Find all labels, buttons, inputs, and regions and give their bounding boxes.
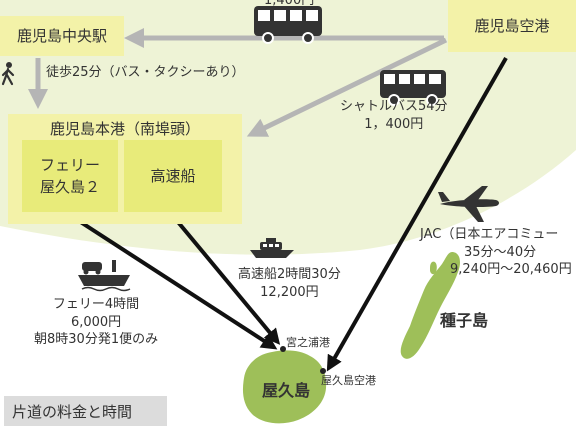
one-way-fare-note: 片道の料金と時間 (4, 396, 167, 426)
arrow-jetfoil-to-miyanoura (166, 208, 281, 345)
shuttle-fare: 1，400円 (364, 116, 424, 132)
jac-time: 35分〜40分 (464, 244, 537, 260)
jetfoil-terminal: 高速船 (124, 140, 222, 212)
arrow-airport-to-yakushima (326, 57, 508, 372)
ferry-terminal: フェリー 屋久島２ (22, 140, 118, 212)
kagoshima-port-title: 鹿児島本港（南埠頭） (49, 120, 200, 138)
ferry-fare: 6,000円 (70, 314, 122, 330)
yakushima-airport-label: 屋久島空港 (321, 374, 376, 387)
arrow-airport-to-port (246, 37, 448, 137)
miyanoura-port-label: 宮之浦港 (286, 336, 330, 349)
jac-fare: 9,240円〜20,460円 (450, 262, 572, 278)
arrow-ferry-to-miyanoura (60, 208, 278, 350)
ferry-note: 朝8時30分発1便のみ (34, 332, 159, 348)
bus-fare-label: 1,400円 (264, 0, 315, 8)
tanegashima-islet (430, 261, 437, 275)
yakushima-airport-dot (320, 368, 326, 374)
yakushima-island (242, 350, 327, 424)
tanegashima-island (400, 252, 460, 359)
jetfoil-label: 高速船2時間30分 12,200円 (238, 266, 341, 301)
jetfoil-fare: 12,200円 (260, 284, 319, 300)
ferry-label: フェリー4時間 6,000円 朝8時30分発1便のみ (34, 296, 158, 349)
miyanoura-port-dot (280, 346, 286, 352)
shuttle-bus-icon (380, 70, 446, 106)
jac-title: JAC（日本エアコミュー (420, 227, 559, 242)
ferry-icon (78, 260, 131, 292)
jetfoil-icon (250, 238, 294, 258)
walk-label: 徒歩25分（バス・タクシーあり） (46, 65, 245, 80)
shuttle-time: シャトルバス54分 (340, 99, 448, 114)
shuttle-label: シャトルバス54分 1，400円 (340, 98, 448, 133)
yakushima-label: 屋久島 (262, 381, 311, 400)
jac-label: JAC（日本エアコミュー 35分〜40分 9,240円〜20,460円 (420, 226, 572, 279)
jetfoil-time: 高速船2時間30分 (238, 267, 341, 282)
tanegashima-label: 種子島 (440, 311, 489, 330)
ferry-time: フェリー4時間 (52, 297, 140, 312)
kagoshima-chuo-station: 鹿児島中央駅 (0, 16, 124, 56)
kagoshima-airport: 鹿児島空港 (448, 0, 576, 52)
airplane-icon (438, 186, 499, 222)
bus-icon (254, 6, 322, 44)
walking-person-icon (1, 62, 15, 86)
